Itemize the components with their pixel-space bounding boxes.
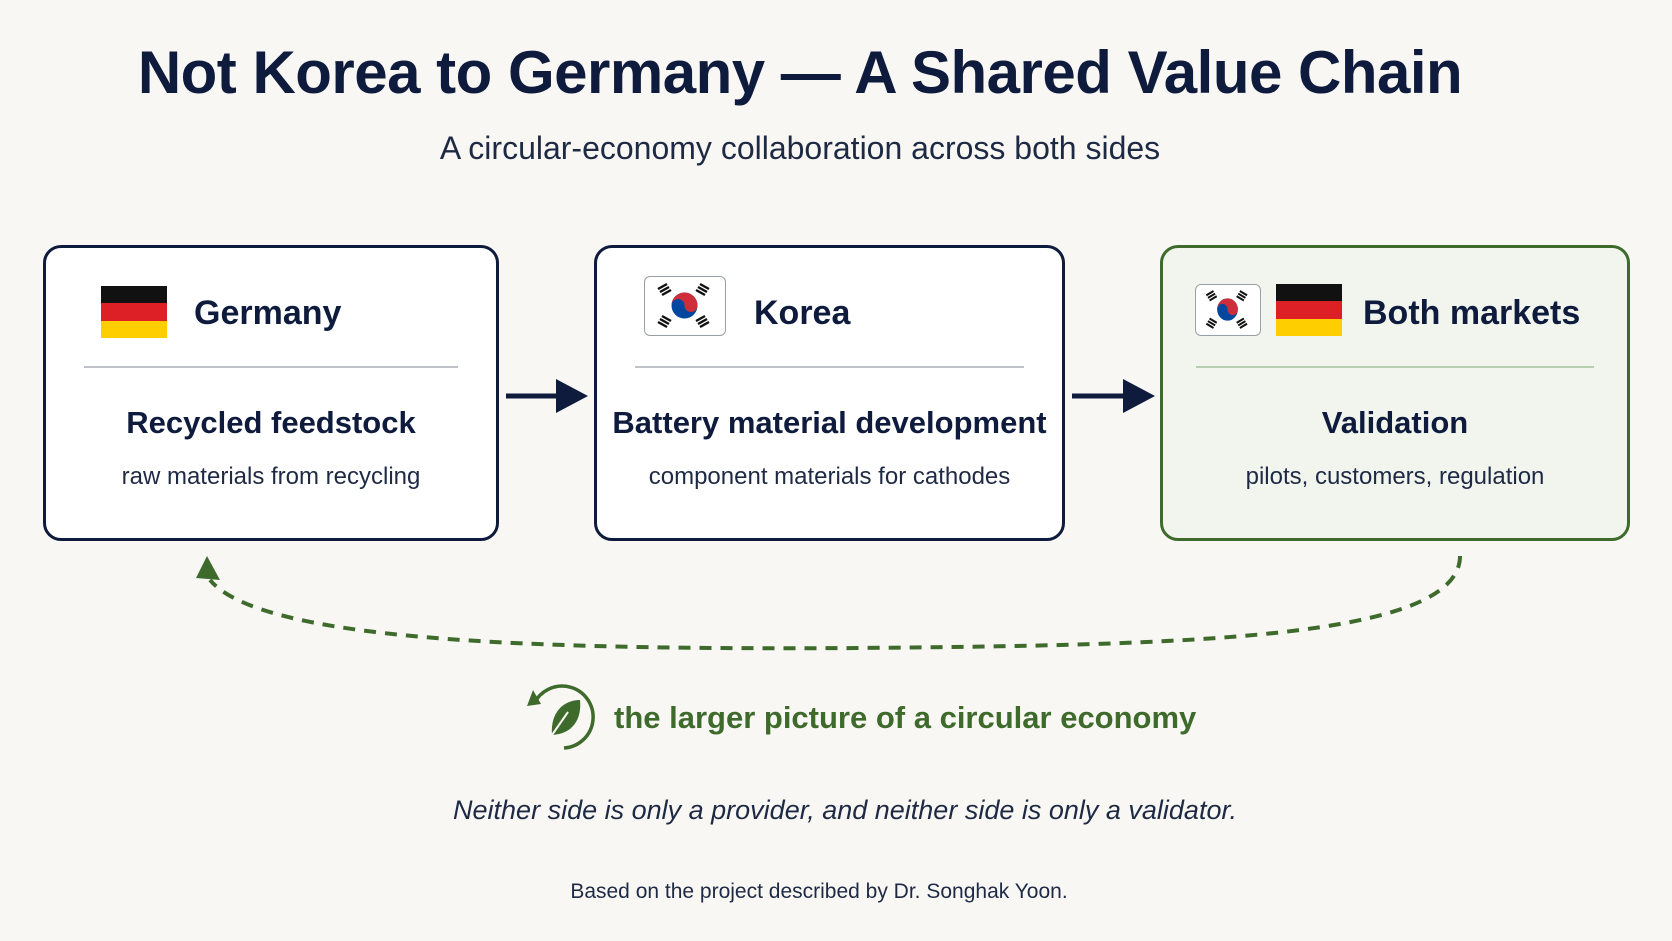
card-description: component materials for cathodes: [648, 463, 1011, 490]
card-korea: Korea Battery material development compo…: [594, 245, 1065, 541]
card-germany: Germany Recycled feedstock raw materials…: [43, 245, 499, 541]
card-region-label: Both markets: [1363, 294, 1581, 332]
card-header: Korea: [597, 276, 1062, 346]
card-description: raw materials from recycling: [121, 463, 421, 490]
recycle-leaf-icon: [527, 684, 595, 750]
page-subtitle: A circular-economy collaboration across …: [439, 130, 1161, 166]
korea-flag-icon: [1195, 284, 1261, 336]
arrow-right-icon: [506, 379, 588, 413]
germany-flag-icon: [101, 286, 167, 338]
card-description: pilots, customers, regulation: [1245, 463, 1545, 490]
card-heading: Recycled feedstock: [126, 405, 416, 440]
arrow-right-icon: [1072, 379, 1155, 413]
card-region-label: Korea: [754, 294, 851, 332]
card-heading: Battery material development: [612, 405, 1047, 440]
card-divider: [635, 366, 1024, 368]
card-heading: Validation: [1321, 405, 1469, 440]
circular-economy-label: the larger picture of a circular economy: [614, 700, 1197, 735]
circular-loop-arrow: [196, 555, 1462, 651]
page-title: Not Korea to Germany — A Shared Value Ch…: [137, 39, 1463, 106]
card-region-label: Germany: [194, 294, 342, 332]
card-header: Both markets: [1163, 276, 1627, 346]
card-both-markets: Both markets Validation pilots, customer…: [1160, 245, 1630, 541]
card-header: Germany: [46, 276, 496, 346]
source-credit: Based on the project described by Dr. So…: [570, 880, 1068, 903]
germany-flag-icon: [1276, 284, 1342, 336]
card-divider: [84, 366, 458, 368]
closing-quote: Neither side is only a provider, and nei…: [453, 795, 1237, 825]
card-divider: [1196, 366, 1594, 368]
korea-flag-icon: [644, 276, 726, 336]
